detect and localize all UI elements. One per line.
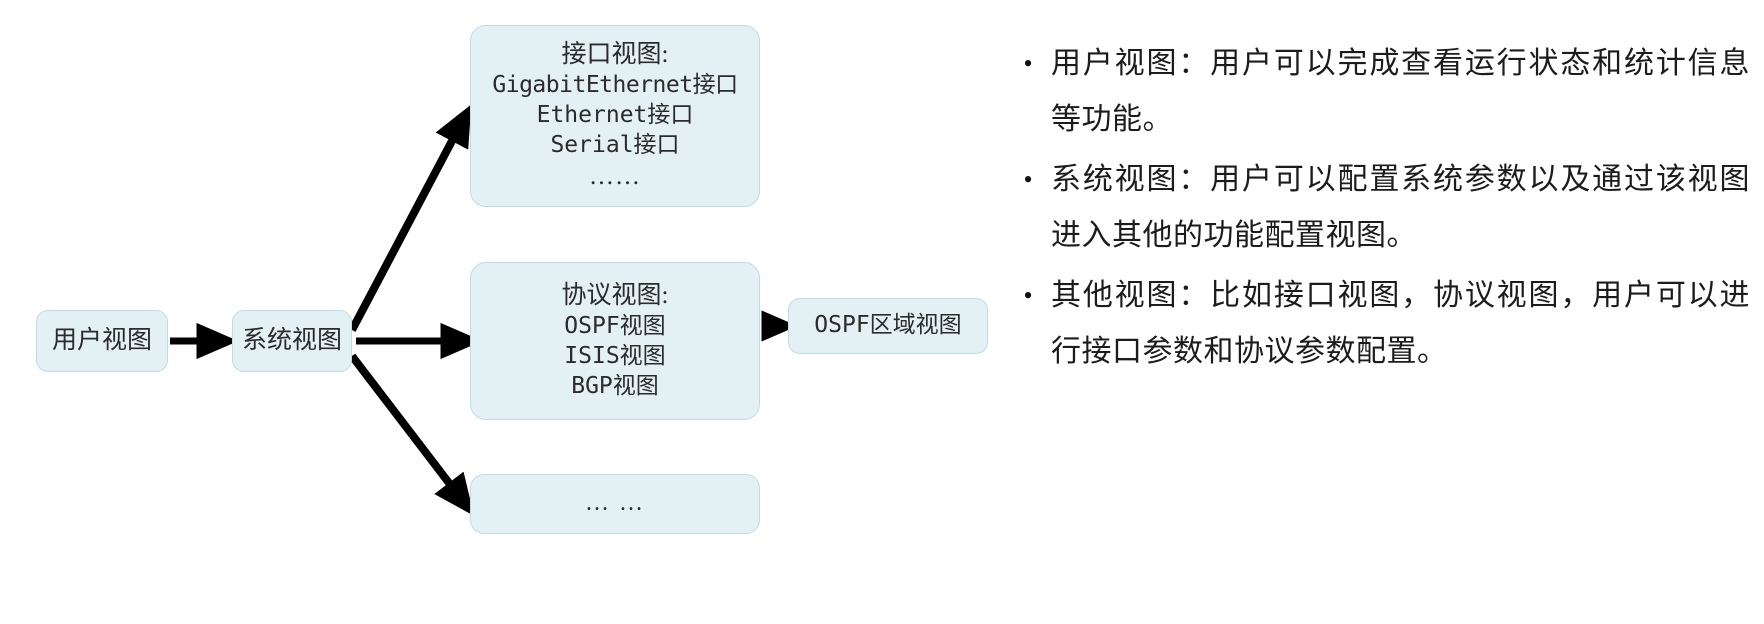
node-other-view[interactable]: … … — [470, 474, 760, 534]
node-protocol-view-line-isis: ISIS视图 — [564, 343, 666, 370]
node-interface-view-title: 接口视图: — [561, 40, 669, 68]
node-ospf-area-view[interactable]: OSPF区域视图 — [788, 298, 988, 354]
node-user-view-label: 用户视图 — [51, 326, 152, 354]
node-protocol-view-line-bgp: BGP视图 — [571, 373, 659, 400]
node-interface-view-line-serial: Serial接口 — [550, 131, 680, 158]
node-interface-view-line-gigabitethernet: GigabitEthernet接口 — [492, 72, 738, 99]
note-text-system-view: 系统视图：用户可以配置系统参数以及通过该视图进入其他的功能配置视图。 — [1051, 163, 1750, 252]
list-item: • 系统视图：用户可以配置系统参数以及通过该视图进入其他的功能配置视图。 — [1005, 152, 1750, 264]
note-text-user-view: 用户视图：用户可以完成查看运行状态和统计信息等功能。 — [1051, 47, 1750, 136]
node-user-view[interactable]: 用户视图 — [36, 310, 168, 372]
notes-list: • 用户视图：用户可以完成查看运行状态和统计信息等功能。 • 系统视图：用户可以… — [1005, 36, 1750, 384]
bullet-icon: • — [1023, 281, 1033, 310]
node-system-view-label: 系统视图 — [241, 326, 342, 354]
node-protocol-view-title: 协议视图: — [561, 281, 669, 309]
arrow-system-to-other — [348, 353, 475, 516]
note-text-other-view: 其他视图：比如接口视图，协议视图，用户可以进行接口参数和协议参数配置。 — [1051, 279, 1750, 368]
node-interface-view[interactable]: 接口视图: GigabitEthernet接口 Ethernet接口 Seria… — [470, 25, 760, 207]
node-interface-view-line-ethernet: Ethernet接口 — [536, 102, 694, 129]
arrow-system-to-interface — [348, 104, 472, 332]
list-item: • 其他视图：比如接口视图，协议视图，用户可以进行接口参数和协议参数配置。 — [1005, 268, 1750, 380]
node-other-view-label: … … — [585, 490, 645, 517]
node-ospf-area-view-label: OSPF区域视图 — [814, 312, 962, 339]
list-item: • 用户视图：用户可以完成查看运行状态和统计信息等功能。 — [1005, 36, 1750, 148]
arrow-layer — [170, 104, 798, 516]
bullet-icon: • — [1023, 49, 1033, 78]
node-protocol-view-line-ospf: OSPF视图 — [564, 313, 666, 340]
node-interface-view-ellipsis: …… — [589, 162, 641, 190]
bullet-icon: • — [1023, 165, 1033, 194]
node-protocol-view[interactable]: 协议视图: OSPF视图 ISIS视图 BGP视图 — [470, 262, 760, 420]
node-system-view[interactable]: 系统视图 — [232, 310, 352, 372]
